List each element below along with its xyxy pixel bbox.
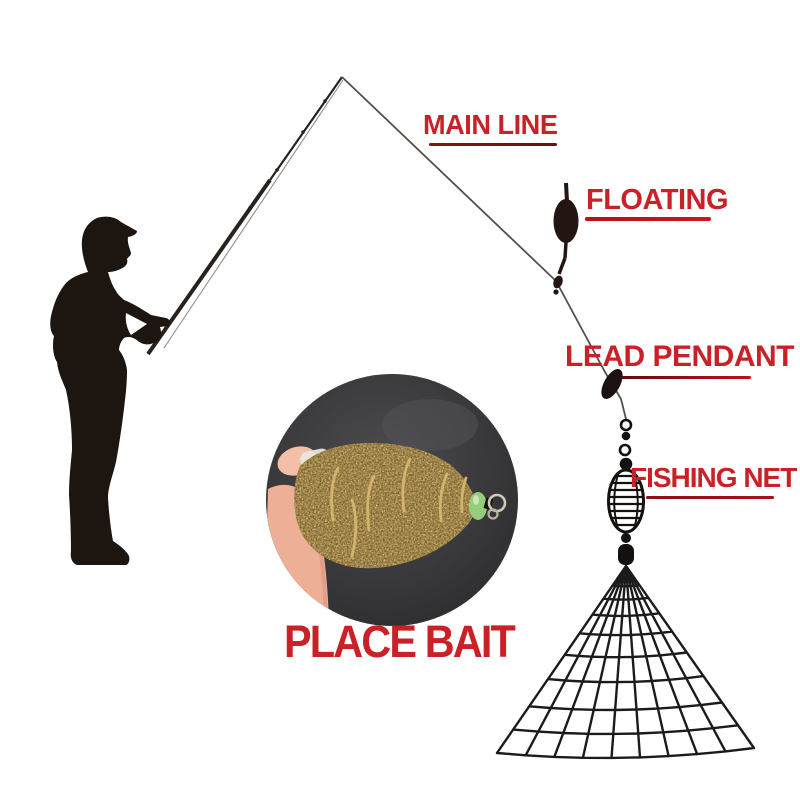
bait-mass	[294, 442, 476, 569]
lead-weight	[601, 369, 623, 399]
label-floating: FLOATING	[586, 184, 729, 216]
rod-guides	[248, 99, 327, 210]
swivel-ring	[487, 493, 507, 520]
swivel-chain	[618, 418, 633, 471]
underline-fishing-net	[646, 496, 774, 499]
bait-closeup-photo	[266, 374, 518, 626]
main-fishing-line	[341, 76, 627, 420]
label-lead-pendant: LEAD PENDANT	[565, 340, 795, 373]
cone-fishing-net	[495, 564, 756, 760]
bait-cage-feeder	[607, 468, 645, 565]
fishing-rod	[146, 76, 344, 356]
fisherman-silhouette	[50, 216, 170, 565]
label-fishing-net: FISHING NET	[630, 462, 797, 493]
underline-main-line	[429, 143, 557, 146]
label-main-line: MAIN LINE	[423, 109, 558, 140]
label-place-bait: PLACE BAIT	[284, 616, 516, 667]
reel-line	[163, 79, 344, 349]
photo-highlight	[382, 399, 478, 451]
float-bobber	[553, 182, 579, 295]
underline-floating	[585, 217, 711, 221]
bait-wires	[330, 457, 468, 558]
underline-lead-pendant	[621, 376, 751, 379]
